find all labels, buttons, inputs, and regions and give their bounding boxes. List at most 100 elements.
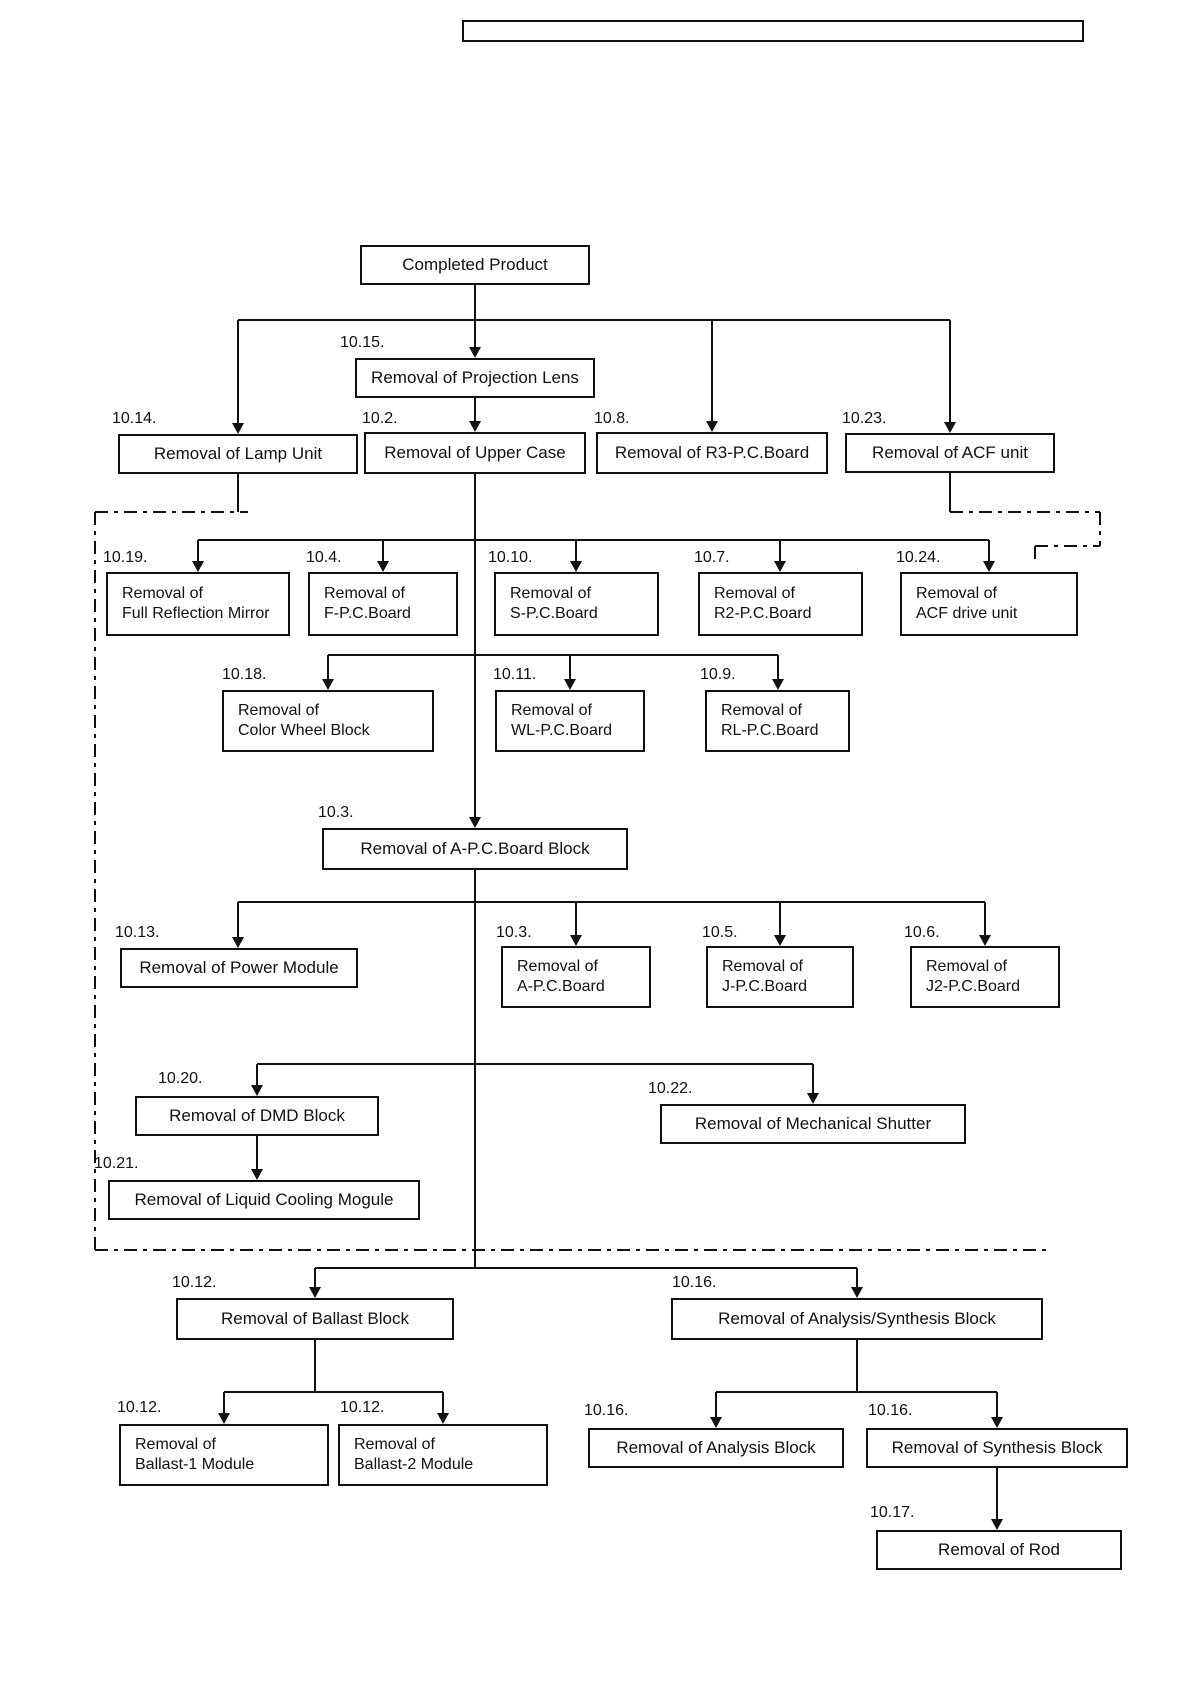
node-text: Ballast-1 Module [135,1456,255,1473]
arrowhead-down [251,1085,263,1096]
node-text: Removal of [721,702,802,719]
dash-dot-boundary [94,512,96,1250]
section-label-wl-pc-board: 10.11. [493,666,537,683]
node-text: Removal of [324,585,405,602]
connector-line [315,1267,857,1269]
empty-title-box [462,20,1084,42]
arrowhead-down [983,561,995,572]
section-label-projection-lens: 10.15. [340,334,385,351]
node-text: Removal of ACF unit [872,443,1028,463]
connector-line [856,1340,858,1392]
node-text: Removal of Rod [938,1540,1060,1560]
section-label-power-module: 10.13. [115,924,160,941]
flow-node-completed-product: Completed Product [360,245,590,285]
flow-node-liquid-cooling-mogule: Removal of Liquid Cooling Mogule [108,1180,420,1220]
arrowhead-down [469,347,481,358]
flow-node-r3-pc-board: Removal of R3-P.C.Board [596,432,828,474]
section-label-ballast-block: 10.12. [172,1274,217,1291]
node-text: Removal of [517,958,598,975]
arrowhead-down [469,421,481,432]
node-text: Removal of [916,585,997,602]
arrowhead-down [851,1287,863,1298]
dash-dot-boundary [95,1249,1052,1251]
connector-line [442,1392,444,1417]
arrowhead-down [469,817,481,828]
section-label-liquid-cooling-mogule: 10.21. [94,1155,139,1172]
arrowhead-down [570,561,582,572]
flow-node-power-module: Removal of Power Module [120,948,358,988]
flow-node-f-pc-board: Removal of F-P.C.Board [308,572,458,636]
section-label-s-pc-board: 10.10. [488,549,533,566]
arrowhead-down [570,935,582,946]
node-text: RL-P.C.Board [721,722,819,739]
arrowhead-down [218,1413,230,1424]
connector-line [223,1392,225,1417]
connector-line [779,540,781,565]
arrowhead-down [192,561,204,572]
dash-dot-boundary [1035,545,1100,547]
node-text: J-P.C.Board [722,978,808,995]
dash-dot-boundary [95,511,248,513]
connector-line [224,1391,443,1393]
connector-line [575,902,577,939]
connector-line [575,540,577,565]
node-text: Removal of [511,702,592,719]
connector-line [949,320,951,425]
section-label-upper-case: 10.2. [362,410,398,427]
node-text: Removal of Lamp Unit [153,444,323,464]
flow-node-ballast-block: Removal of Ballast Block [176,1298,454,1340]
connector-line [237,320,239,426]
node-text: Removal of DMD Block [169,1106,345,1126]
section-label-full-reflection-mirror: 10.19. [103,549,148,566]
arrowhead-down [706,421,718,432]
connector-line [314,1340,316,1392]
connector-line [328,654,778,656]
section-label-dmd-block: 10.20. [158,1070,203,1087]
connector-line [327,655,329,683]
connector-line [197,540,199,565]
connector-line [474,870,476,1268]
section-label-rod: 10.17. [870,1504,915,1521]
dash-dot-boundary [1099,512,1101,546]
connector-line [238,319,950,321]
flow-node-rl-pc-board: Removal of RL-P.C.Board [705,690,850,752]
node-text: J2-P.C.Board [926,978,1020,995]
node-text: Removal of [354,1436,435,1453]
arrowhead-down [232,937,244,948]
connector-line [996,1392,998,1421]
flow-node-rod: Removal of Rod [876,1530,1122,1570]
section-label-mechanical-shutter: 10.22. [648,1080,693,1097]
arrowhead-down [377,561,389,572]
arrowhead-down [991,1519,1003,1530]
connector-line [382,540,384,565]
section-label-ballast-2-module: 10.12. [340,1399,385,1416]
connector-line [996,1468,998,1523]
arrowhead-down [944,422,956,433]
section-label-acf-drive-unit: 10.24. [896,549,941,566]
arrowhead-down [774,935,786,946]
connector-line [237,902,239,941]
arrowhead-down [979,935,991,946]
section-label-color-wheel-block: 10.18. [222,666,267,683]
section-label-rl-pc-board: 10.9. [700,666,736,683]
connector-line [988,540,990,565]
flow-node-a-pc-board-block: Removal of A-P.C.Board Block [322,828,628,870]
arrowhead-down [232,423,244,434]
connector-line [198,539,989,541]
node-text: Removal of Upper Case [384,443,566,463]
node-text: Removal of A-P.C.Board Block [360,839,590,859]
connector-line [777,655,779,683]
connector-line [474,320,476,350]
flow-node-lamp-unit: Removal of Lamp Unit [118,434,358,474]
flow-node-analysis-block: Removal of Analysis Block [588,1428,844,1468]
node-text: Removal of [238,702,319,719]
node-text: F-P.C.Board [324,605,411,622]
flow-node-analysis-synthesis-block: Removal of Analysis/Synthesis Block [671,1298,1043,1340]
node-text: Removal of Ballast Block [220,1309,410,1329]
node-text: Removal of Liquid Cooling Mogule [134,1190,394,1210]
section-label-r3-pc-board: 10.8. [594,410,630,427]
connector-line [256,1064,258,1089]
arrowhead-down [564,679,576,690]
